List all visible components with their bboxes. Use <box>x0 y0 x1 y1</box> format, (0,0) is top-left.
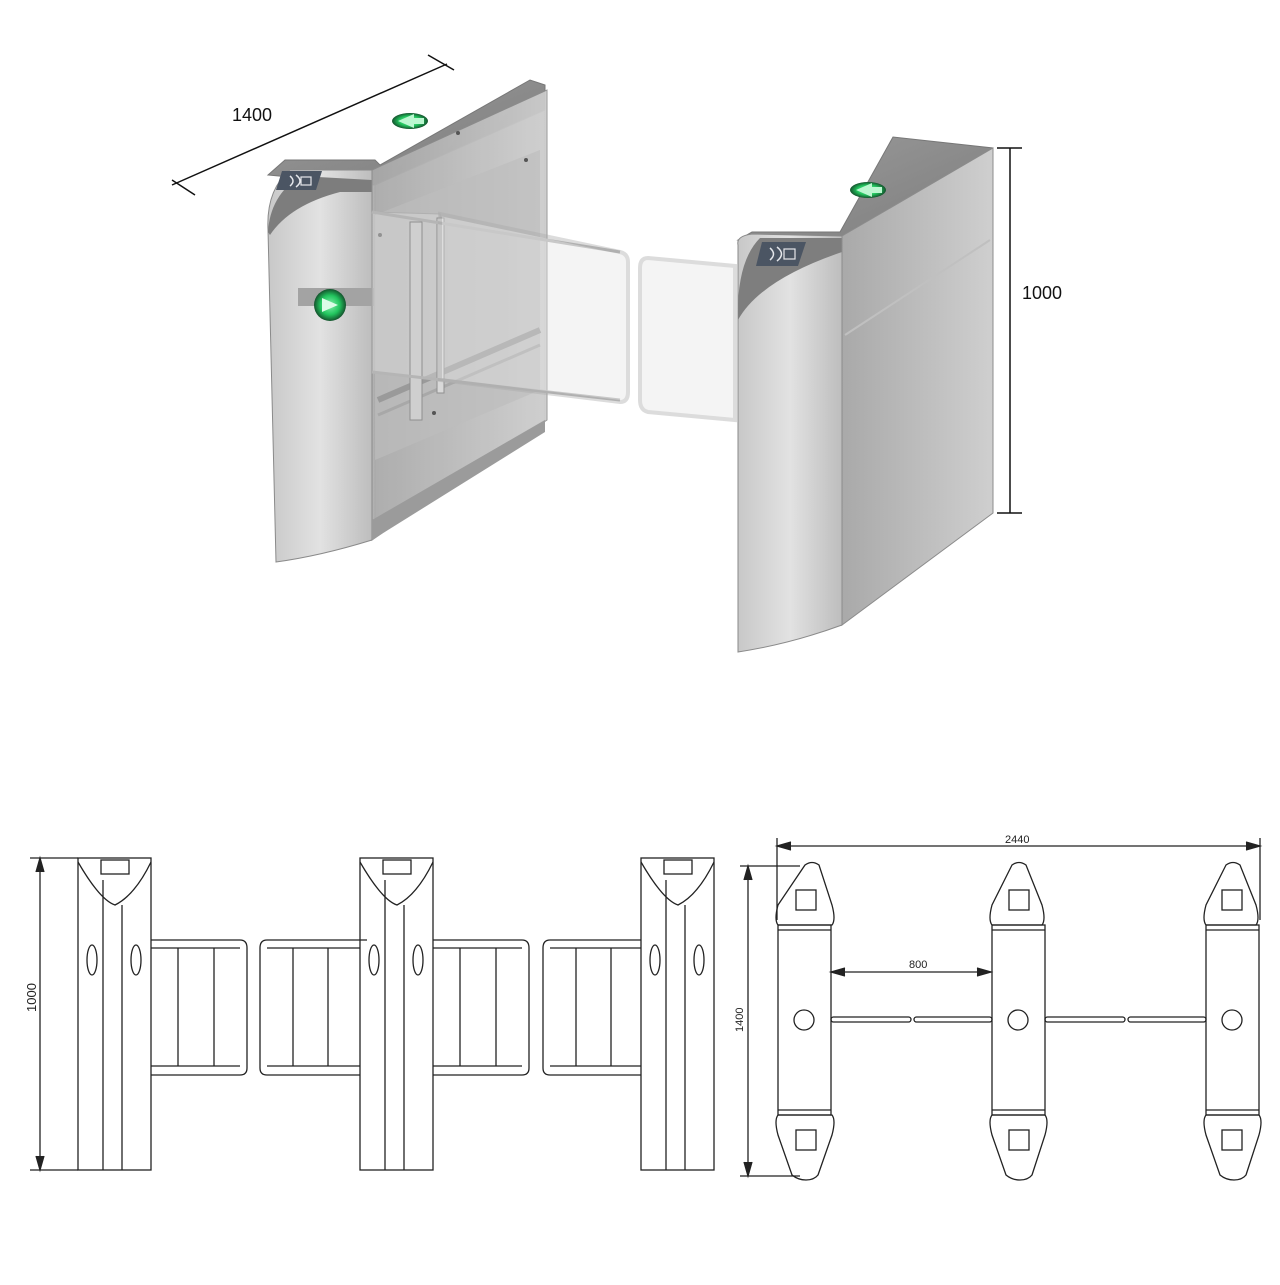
front-gate-pair-2 <box>433 939 641 1076</box>
height-dimension-label: 1000 <box>1022 283 1062 303</box>
plan-overall-width-dimension <box>774 838 1263 920</box>
plan-cabinet-3 <box>1203 861 1262 1181</box>
card-reader-icon <box>756 242 806 266</box>
front-view-drawing <box>30 855 715 1173</box>
front-view-height-label: 1000 <box>24 983 39 1012</box>
card-reader-icon <box>276 171 322 190</box>
plan-view-drawing <box>740 838 1263 1181</box>
green-arrow-icon <box>850 182 886 198</box>
green-arrow-icon <box>298 288 374 321</box>
turnstile-3d-view: 1400 1000 <box>171 54 1062 653</box>
left-swing-gate <box>371 210 630 421</box>
plan-depth-label: 1400 <box>734 1008 746 1032</box>
dimension-height-1000: 1000 <box>997 147 1062 514</box>
front-pillar-1 <box>77 857 152 1171</box>
front-view-height-dimension <box>30 855 78 1173</box>
length-dimension-label: 1400 <box>232 105 272 125</box>
front-pillar-3 <box>640 857 715 1171</box>
green-arrow-icon <box>392 113 428 129</box>
plan-gate-arms <box>830 1016 1207 1023</box>
right-swing-gate <box>638 255 737 423</box>
plan-overall-width-label: 2440 <box>1005 834 1029 846</box>
dimension-length-1400: 1400 <box>171 54 455 196</box>
plan-cabinet-1 <box>775 861 835 1181</box>
front-pillar-2 <box>359 857 434 1171</box>
plan-cabinet-2 <box>989 861 1048 1181</box>
plan-lane-width-label: 800 <box>909 959 927 971</box>
right-cabinet <box>736 136 994 653</box>
front-gate-pair-1 <box>151 939 367 1076</box>
plan-depth-dimension <box>740 863 800 1179</box>
